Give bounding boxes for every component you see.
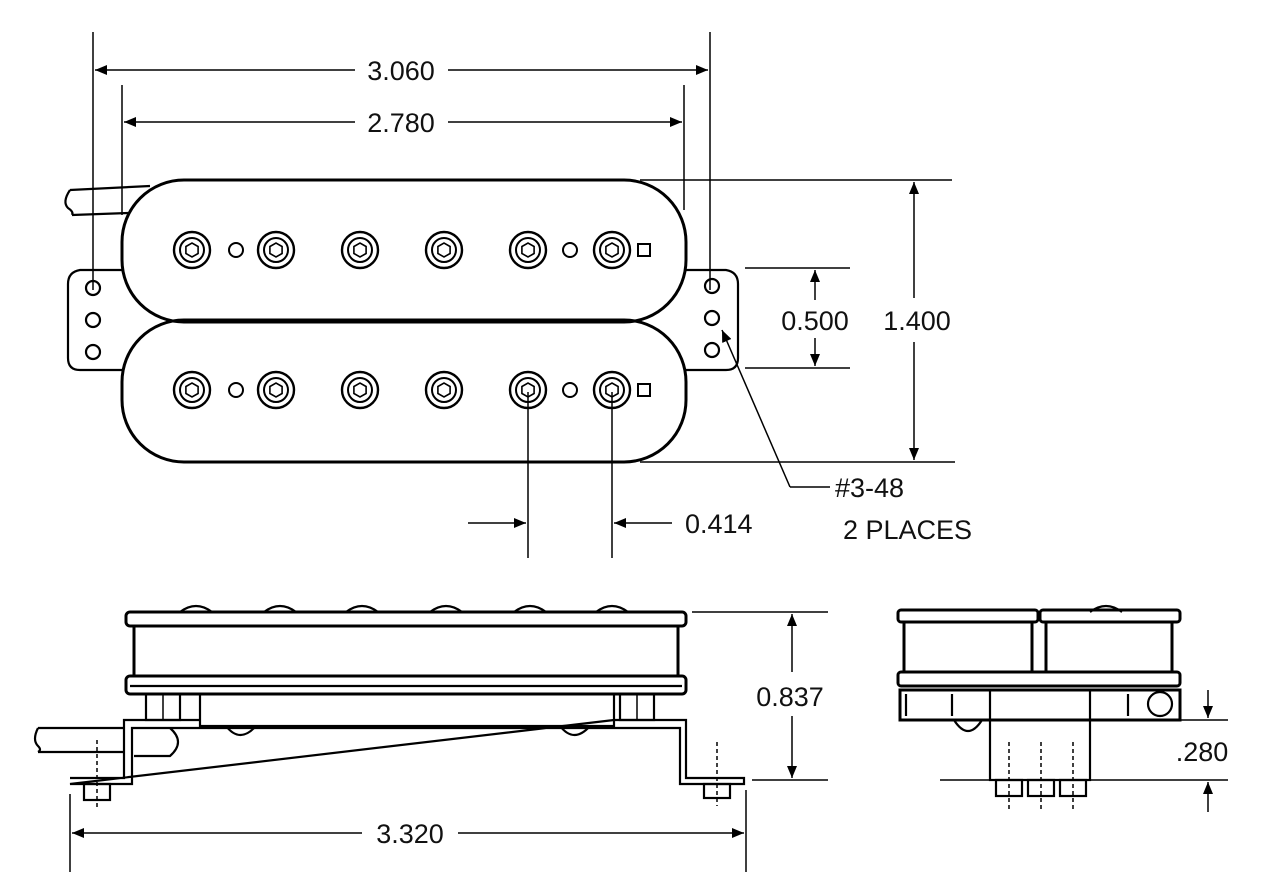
bottom-row-pole-4-hex xyxy=(437,382,451,398)
bottom-row-pole-3-inner xyxy=(347,377,373,403)
top-row-small-hole-2 xyxy=(562,242,578,258)
bottom-row-pole-3-hex xyxy=(353,382,367,398)
dimension-overall-width: 3.060 xyxy=(92,32,711,290)
mounting-ear-left xyxy=(66,268,122,372)
top-row-pole-4-hex xyxy=(437,242,451,258)
lead-wire-top xyxy=(64,184,151,217)
depth-label: .280 xyxy=(1176,737,1229,767)
base-width-label: 3.320 xyxy=(376,819,444,849)
dimension-side-height: 0.837 xyxy=(692,611,828,781)
bottom-row-pole-2-inner xyxy=(263,377,289,403)
bottom-row-pole-1-inner xyxy=(179,377,205,403)
bobbin-top xyxy=(120,178,688,324)
mounting-ear-right xyxy=(686,268,740,372)
top-row-pole-6-hex xyxy=(605,242,619,258)
pole-tops-front xyxy=(179,604,629,613)
overall-width-label: 3.060 xyxy=(367,56,435,86)
dimension-pole-spacing: 0.414 xyxy=(468,392,753,558)
top-row-pole-5-hex xyxy=(521,242,535,258)
top-row-pole-1-inner xyxy=(179,237,205,263)
bobbin-bottom xyxy=(120,318,688,464)
top-row-small-hole-1 xyxy=(228,242,244,258)
mount-hole-spacing-label: 0.500 xyxy=(781,306,849,336)
dimension-mount-hole-spacing: 0.500 xyxy=(745,267,850,369)
top-row-pole-1-hex xyxy=(185,242,199,258)
dimension-bobbin-width: 2.780 xyxy=(121,85,685,215)
bottom-row-small-hole-2 xyxy=(562,382,578,398)
top-row-pole-5-inner xyxy=(515,237,541,263)
coil-side-left xyxy=(902,620,1034,674)
top-view xyxy=(64,178,740,464)
top-row-pole-3-hex xyxy=(353,242,367,258)
lead-wire-front xyxy=(33,726,180,758)
pole-pieces-bottom-row xyxy=(172,370,651,410)
top-row-pole-2-hex xyxy=(269,242,283,258)
coil-body-front xyxy=(124,610,688,628)
height-label: 1.400 xyxy=(883,306,951,336)
bobbin-width-label: 2.780 xyxy=(367,108,435,138)
dimension-base-width: 3.320 xyxy=(69,790,747,872)
screw-qty-label: 2 PLACES xyxy=(843,515,972,545)
top-row-pole-6-inner xyxy=(599,237,625,263)
pole-spacing-label: 0.414 xyxy=(685,509,753,539)
side-height-label: 0.837 xyxy=(756,682,824,712)
bottom-row-small-hole-1 xyxy=(228,382,244,398)
dimension-depth: .280 xyxy=(1090,690,1228,812)
screw-size-label: #3-48 xyxy=(835,473,904,503)
top-row-pole-4-inner xyxy=(431,237,457,263)
bottom-row-square-marker xyxy=(637,383,651,397)
bottom-row-pole-2-hex xyxy=(269,382,283,398)
bottom-row-pole-1-hex xyxy=(185,382,199,398)
side-view xyxy=(896,604,1182,812)
base-plate-side xyxy=(898,688,1182,722)
screw-callout: #3-48 2 PLACES xyxy=(721,329,972,545)
top-row-pole-2-inner xyxy=(263,237,289,263)
top-row-pole-3-inner xyxy=(347,237,373,263)
coil-side-right xyxy=(1044,620,1174,674)
top-row-square-marker xyxy=(637,243,651,257)
pole-pieces-top-row xyxy=(172,230,651,270)
bottom-row-pole-4-inner xyxy=(431,377,457,403)
dimension-height: 1.400 xyxy=(640,179,955,463)
front-view xyxy=(33,604,746,808)
